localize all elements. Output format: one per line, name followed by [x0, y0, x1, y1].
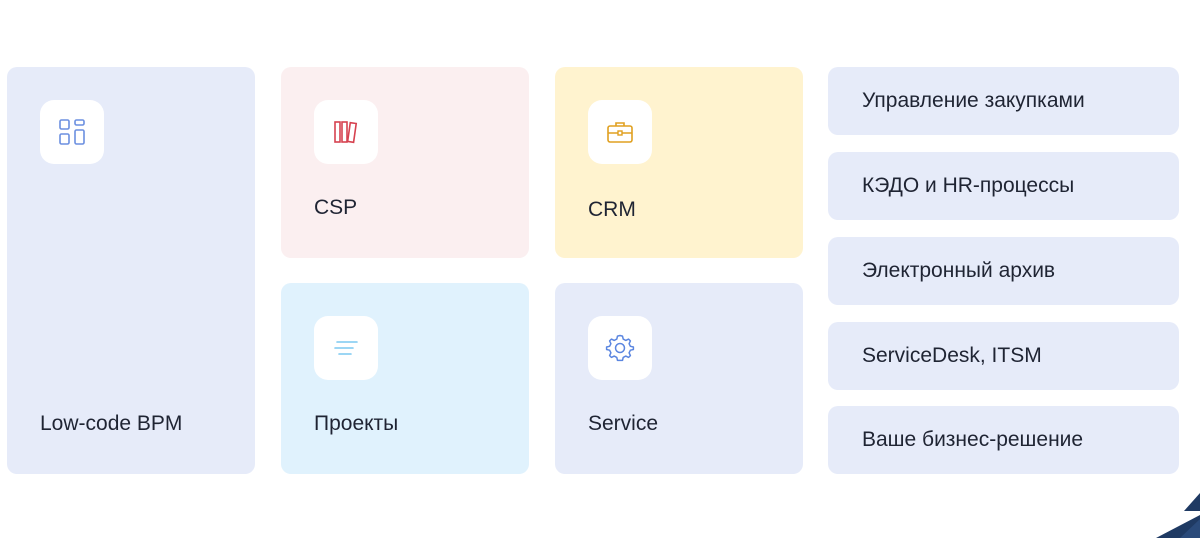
card-crm[interactable]: CRM: [555, 67, 803, 258]
card-csp[interactable]: CSP: [281, 67, 529, 258]
card-low-code-bpm[interactable]: Low-code BPM: [7, 67, 255, 474]
card-label-crm: CRM: [588, 198, 636, 221]
briefcase-icon: [588, 100, 652, 164]
card-label-csp: CSP: [314, 196, 358, 219]
lines-icon: [314, 316, 378, 380]
grid-icon: [40, 100, 104, 164]
solution-servicedesk-itsm[interactable]: ServiceDesk, ITSM: [828, 322, 1179, 390]
solution-e-archive[interactable]: Электронный архив: [828, 237, 1179, 305]
solution-your-business[interactable]: Ваше бизнес-решение: [828, 406, 1179, 474]
gear-icon: [588, 316, 652, 380]
card-label-service: Service: [588, 412, 659, 435]
solution-procurement[interactable]: Управление закупками: [828, 67, 1179, 135]
corner-decoration: [1150, 493, 1200, 538]
solution-kedo-hr[interactable]: КЭДО и HR-процессы: [828, 152, 1179, 220]
card-service[interactable]: Service: [555, 283, 803, 474]
card-projects[interactable]: Проекты: [281, 283, 529, 474]
card-label-projects: Проекты: [314, 412, 399, 435]
card-label-bpm: Low-code BPM: [40, 412, 183, 435]
books-icon: [314, 100, 378, 164]
